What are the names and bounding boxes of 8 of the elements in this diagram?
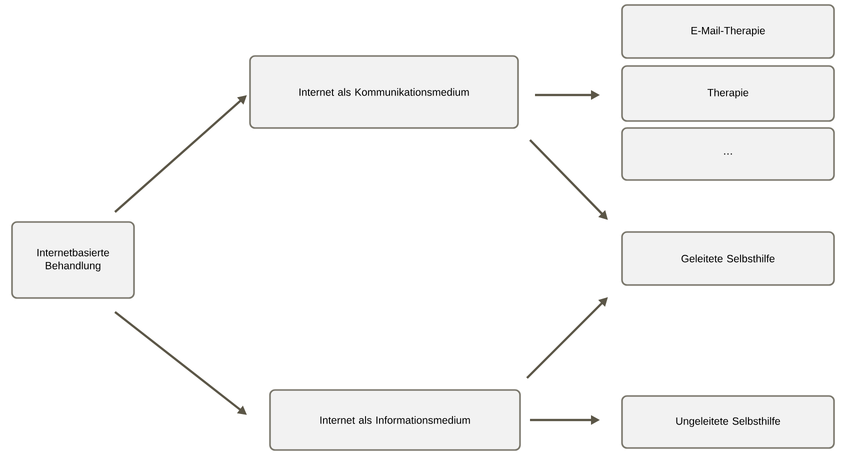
process-box: Ungeleitete Selbsthilfe bbox=[621, 395, 835, 449]
process-box: Internetbasierte Behandlung bbox=[11, 221, 135, 299]
process-box: E-Mail-Therapie bbox=[621, 4, 835, 59]
process-box: … bbox=[621, 127, 835, 181]
process-box: Therapie bbox=[621, 65, 835, 122]
process-box: Internet als Kommunikationsmedium bbox=[249, 55, 519, 129]
process-box: Internet als Informationsmedium bbox=[269, 389, 521, 451]
process-box: Geleitete Selbsthilfe bbox=[621, 231, 835, 286]
